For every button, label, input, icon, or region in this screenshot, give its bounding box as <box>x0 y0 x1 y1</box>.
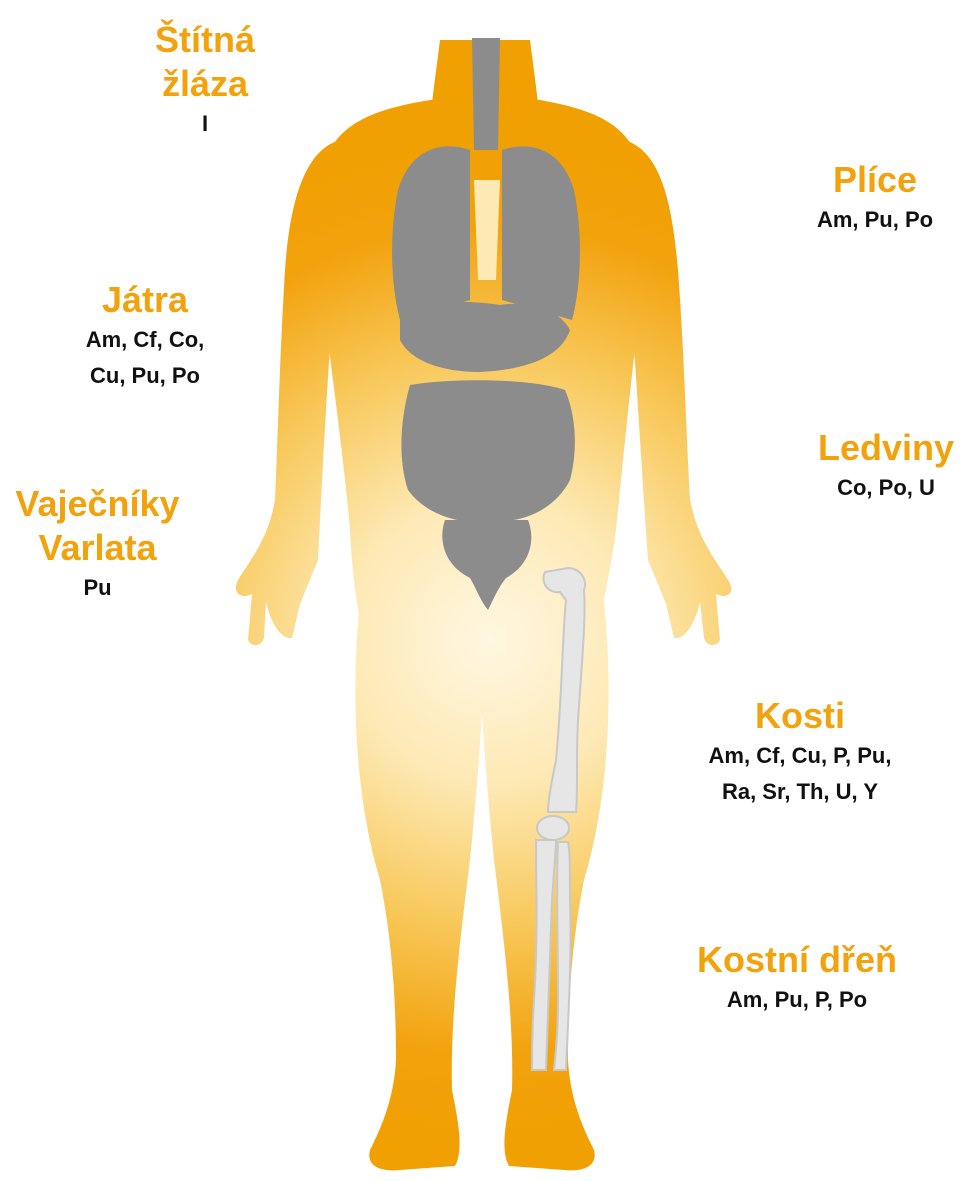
gonads-name-line2: Varlata <box>0 526 195 570</box>
kidneys-name: Ledviny <box>810 426 962 470</box>
bone-marrow-name: Kostní dřeň <box>684 938 910 982</box>
lungs-elements: Am, Pu, Po <box>790 202 960 238</box>
label-bone-marrow: Kostní dřeň Am, Pu, P, Po <box>684 938 910 1018</box>
thyroid-name-line1: Štítná <box>110 18 300 62</box>
thyroid-name-line2: žláza <box>110 62 300 106</box>
thyroid-elements: I <box>110 106 300 142</box>
liver-name: Játra <box>50 278 240 322</box>
bone-marrow-elements: Am, Pu, P, Po <box>684 982 910 1018</box>
gonads-elements: Pu <box>0 570 195 606</box>
bones-elements-line2: Ra, Sr, Th, U, Y <box>680 774 920 810</box>
label-lungs: Plíce Am, Pu, Po <box>790 158 960 238</box>
label-kidneys: Ledviny Co, Po, U <box>810 426 962 506</box>
lungs-name: Plíce <box>790 158 960 202</box>
gonads-name-line1: Vaječníky <box>0 482 195 526</box>
label-bones: Kosti Am, Cf, Cu, P, Pu, Ra, Sr, Th, U, … <box>680 694 920 810</box>
bones-name: Kosti <box>680 694 920 738</box>
liver-elements-line2: Cu, Pu, Po <box>50 358 240 394</box>
kidneys-elements: Co, Po, U <box>810 470 962 506</box>
label-gonads: Vaječníky Varlata Pu <box>0 482 195 606</box>
bones-elements-line1: Am, Cf, Cu, P, Pu, <box>680 738 920 774</box>
liver-elements-line1: Am, Cf, Co, <box>50 322 240 358</box>
label-thyroid: Štítná žláza I <box>110 18 300 142</box>
label-liver: Játra Am, Cf, Co, Cu, Pu, Po <box>50 278 240 394</box>
